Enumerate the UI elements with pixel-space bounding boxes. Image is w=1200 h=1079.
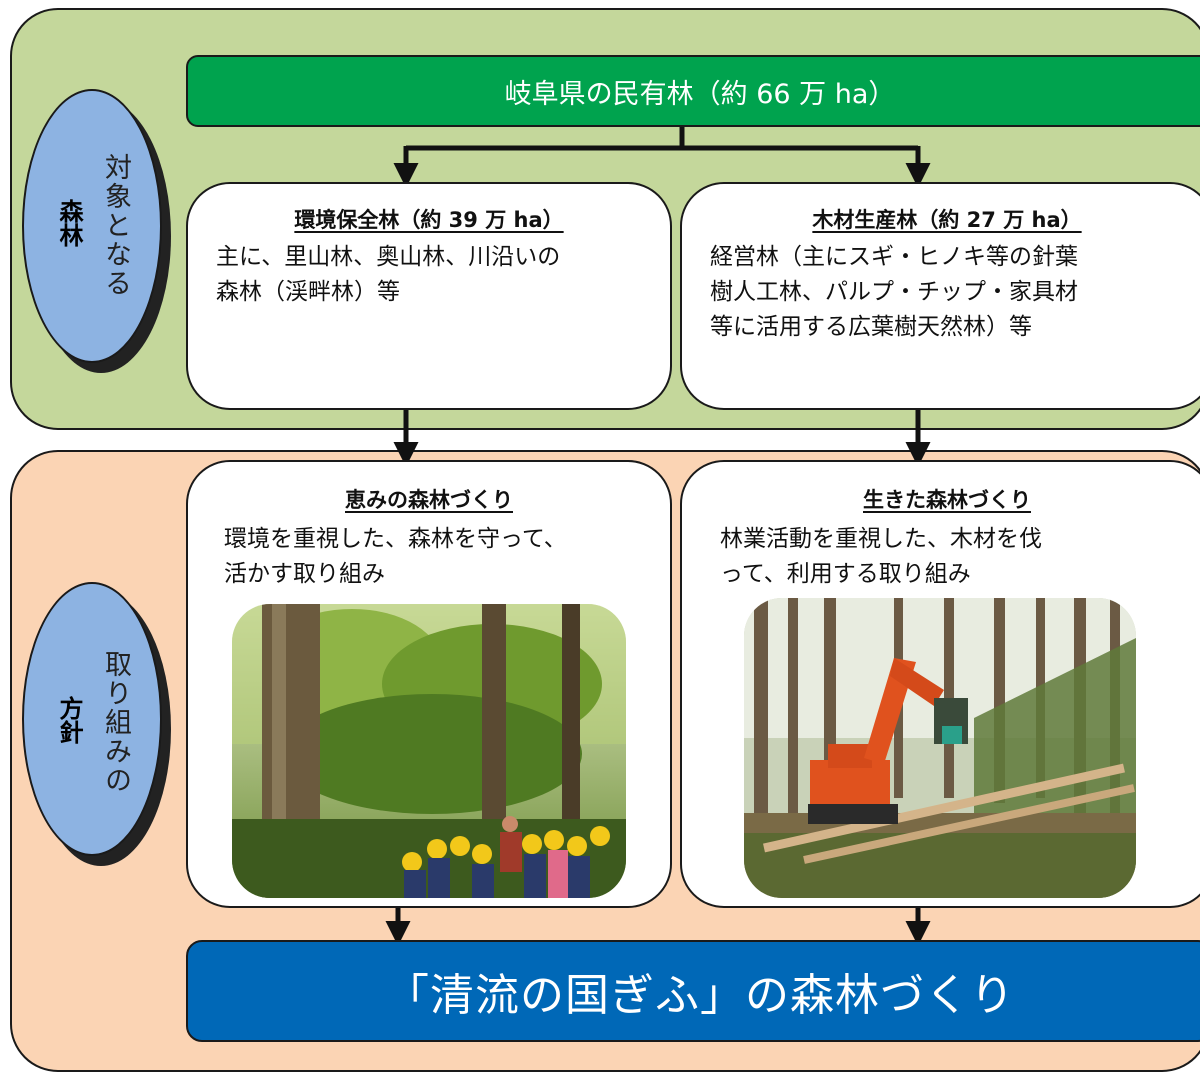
ellipse-label-light: 取り組みの [100,650,131,795]
policy-ellipse: 取り組みの 方針 [22,582,162,856]
ellipse-label-light: 対象となる [100,153,131,298]
forestry-harvester-photo [744,598,1136,898]
box-title: 環境保全林（約 39 万 ha） [294,208,564,232]
target-forest-ellipse: 対象となる 森林 [22,89,162,363]
box-title: 生きた森林づくり [863,488,1031,512]
seiryu-no-kuni-gifu-footer: 「清流の国ぎふ」の森林づくり [186,940,1200,1042]
ellipse-label-bold: 森林 [55,199,83,247]
box-description: 環境を重視した、森林を守って、 活かす取り組み [224,526,567,587]
env-conservation-forest-box: 環境保全林（約 39 万 ha） 主に、里山林、奥山林、川沿いの 森林（渓畔林）… [186,182,672,410]
prefecture-forest-header: 岐阜県の民有林（約 66 万 ha） [186,55,1200,127]
timber-production-forest-box: 木材生産林（約 27 万 ha） 経営林（主にスギ・ヒノキ等の針葉 樹人工林、パ… [680,182,1200,410]
box-title: 恵みの森林づくり [345,488,513,512]
ellipse-label-bold: 方針 [55,696,83,744]
box-description: 主に、里山林、奥山林、川沿いの 森林（渓畔林）等 [216,244,561,305]
children-in-forest-photo [232,604,626,898]
box-description: 経営林（主にスギ・ヒノキ等の針葉 樹人工林、パルプ・チップ・家具材 等に活用する… [710,244,1078,340]
box-description: 林業活動を重視した、木材を伐 って、利用する取り組み [720,526,1042,587]
box-title: 木材生産林（約 27 万 ha） [812,208,1082,232]
